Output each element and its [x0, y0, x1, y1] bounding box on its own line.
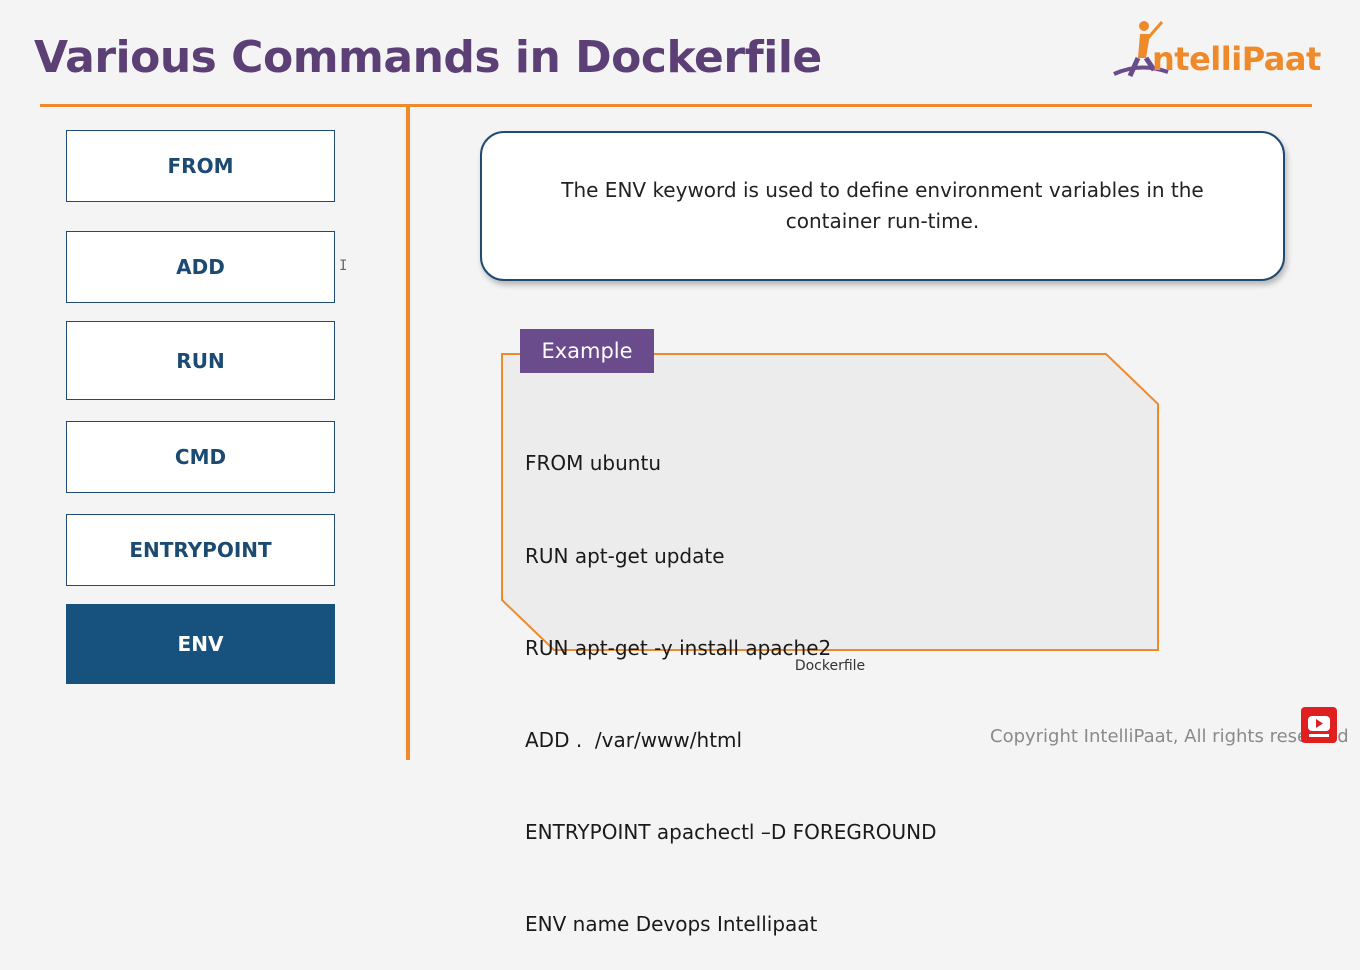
vertical-divider	[406, 106, 410, 760]
description-box: The ENV keyword is used to define enviro…	[480, 131, 1285, 281]
command-add-button[interactable]: ADD	[66, 231, 335, 303]
code-line: ENTRYPOINT apachectl –D FOREGROUND	[525, 819, 937, 844]
copyright-text: Copyright IntelliPaat, All rights reserv…	[990, 726, 1349, 747]
text-cursor-icon: I	[339, 258, 348, 274]
command-entrypoint-button[interactable]: ENTRYPOINT	[66, 514, 335, 586]
example-caption: Dockerfile	[794, 658, 866, 674]
description-text: The ENV keyword is used to define enviro…	[561, 178, 1204, 233]
example-code: FROM ubuntu RUN apt-get update RUN apt-g…	[525, 387, 937, 970]
code-line: FROM ubuntu	[525, 451, 661, 476]
play-icon	[1308, 716, 1330, 737]
example-tab-label: Example	[541, 339, 633, 363]
intellipaat-person-logo-icon	[1113, 21, 1169, 78]
top-divider	[40, 104, 1312, 107]
example-panel	[501, 353, 1159, 651]
command-from-button[interactable]: FROM	[66, 130, 335, 202]
code-line: ADD . /var/www/html	[525, 727, 743, 752]
example-tab: Example	[520, 329, 654, 373]
command-cmd-button[interactable]: CMD	[66, 421, 335, 493]
code-line: RUN apt-get -y install apache2	[525, 635, 832, 660]
youtube-subscribe-icon[interactable]	[1301, 707, 1337, 743]
code-line: ENV name Devops Intellipaat	[525, 911, 818, 936]
logo-text: ntelliPaat	[1152, 40, 1321, 78]
command-env-button[interactable]: ENV	[66, 604, 335, 684]
command-run-button[interactable]: RUN	[66, 321, 335, 400]
code-line: RUN apt-get update	[525, 543, 725, 568]
intellipaat-logo: ntelliPaat	[1110, 14, 1321, 86]
page-title: Various Commands in Dockerfile	[34, 32, 822, 83]
